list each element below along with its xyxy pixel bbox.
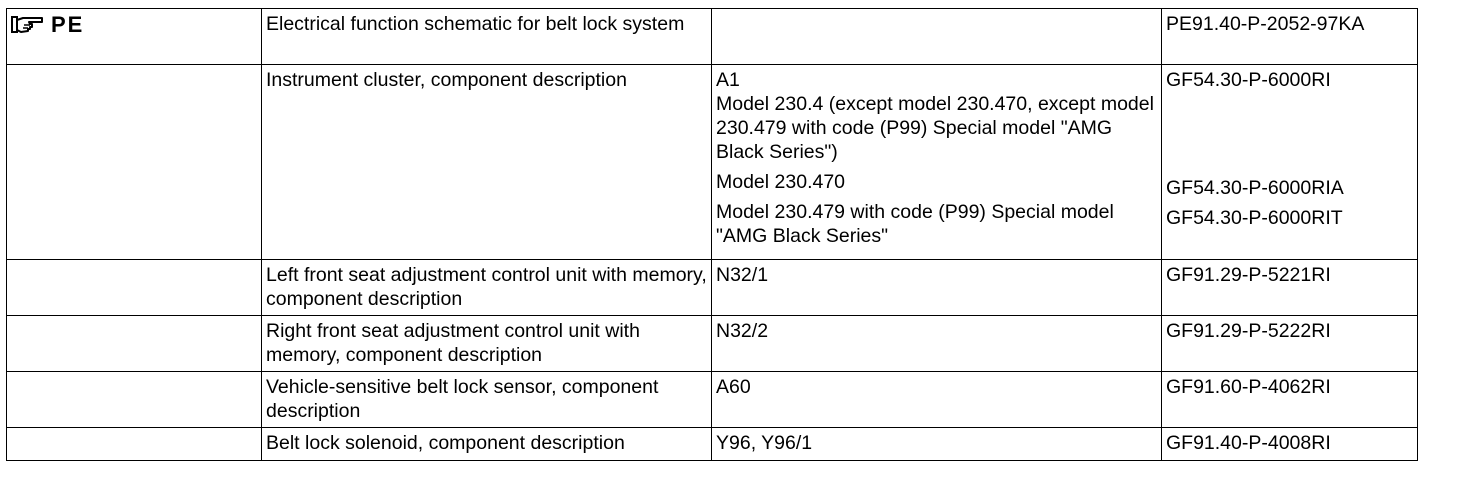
document-link[interactable]: GF91.40-P-4008RI: [1166, 432, 1331, 454]
document-cell: PE91.40-P-2052-97KA: [1161, 8, 1418, 65]
pe-label: PE: [51, 12, 85, 37]
description-text: Instrument cluster, component descriptio…: [266, 69, 627, 91]
pe-header: PE: [11, 12, 257, 37]
table-row: Vehicle-sensitive belt lock sensor, comp…: [6, 371, 1418, 428]
description-text: Vehicle-sensitive belt lock sensor, comp…: [266, 376, 659, 422]
description-text: Electrical function schematic for belt l…: [266, 13, 685, 35]
applicability-cell: N32/1: [711, 259, 1162, 316]
section-cell: [6, 427, 262, 461]
applicability-text: A1 Model 230.4 (except model 230.470, ex…: [716, 69, 1154, 163]
applicability-text: N32/1: [716, 264, 769, 286]
applicability-cell: [711, 8, 1162, 65]
section-cell: [6, 315, 262, 372]
document-link[interactable]: GF91.29-P-5222RI: [1166, 320, 1331, 342]
reference-table: PE Electrical function schematic for bel…: [6, 8, 1418, 461]
description-cell: Belt lock solenoid, component descriptio…: [261, 427, 712, 461]
applicability-cell: Y96, Y96/1: [711, 427, 1162, 461]
description-text: Belt lock solenoid, component descriptio…: [266, 432, 625, 454]
applicability-text: N32/2: [716, 320, 769, 342]
applicability-text: Model 230.470: [716, 171, 846, 193]
applicability-text: Model 230.479 with code (P99) Special mo…: [716, 201, 1114, 247]
description-cell: Right front seat adjustment control unit…: [261, 315, 712, 372]
document-link[interactable]: GF54.30-P-6000RIA: [1166, 177, 1344, 199]
document-link[interactable]: GF54.30-P-6000RIT: [1166, 207, 1343, 229]
section-cell: [6, 259, 262, 316]
document-link[interactable]: PE91.40-P-2052-97KA: [1166, 13, 1365, 35]
document-cell: GF91.29-P-5222RI: [1161, 315, 1418, 372]
description-cell: Electrical function schematic for belt l…: [261, 8, 712, 65]
description-text: Left front seat adjustment control unit …: [266, 264, 707, 310]
table-row: Left front seat adjustment control unit …: [6, 259, 1418, 316]
document-link[interactable]: GF91.29-P-5221RI: [1166, 264, 1331, 286]
table-row: Belt lock solenoid, component descriptio…: [6, 427, 1418, 461]
document-link[interactable]: GF54.30-P-6000RI: [1166, 69, 1331, 91]
applicability-cell: A1 Model 230.4 (except model 230.470, ex…: [711, 64, 1162, 260]
table-row: PE Electrical function schematic for bel…: [6, 8, 1418, 65]
document-cell: GF91.60-P-4062RI: [1161, 371, 1418, 428]
document-cell: GF91.40-P-4008RI: [1161, 427, 1418, 461]
applicability-text: Y96, Y96/1: [716, 432, 813, 454]
document-cell: GF54.30-P-6000RI GF54.30-P-6000RIA GF54.…: [1161, 64, 1418, 260]
document-link[interactable]: GF91.60-P-4062RI: [1166, 376, 1331, 398]
table-row: Right front seat adjustment control unit…: [6, 315, 1418, 372]
section-cell: PE: [6, 8, 262, 65]
applicability-cell: N32/2: [711, 315, 1162, 372]
description-cell: Vehicle-sensitive belt lock sensor, comp…: [261, 371, 712, 428]
document-cell: GF91.29-P-5221RI: [1161, 259, 1418, 316]
section-cell: [6, 64, 262, 260]
description-cell: Left front seat adjustment control unit …: [261, 259, 712, 316]
description-cell: Instrument cluster, component descriptio…: [261, 64, 712, 260]
section-cell: [6, 371, 262, 428]
applicability-cell: A60: [711, 371, 1162, 428]
table-row: Instrument cluster, component descriptio…: [6, 64, 1418, 260]
pointing-hand-icon: [11, 16, 43, 33]
applicability-text: A60: [716, 376, 751, 398]
description-text: Right front seat adjustment control unit…: [266, 320, 640, 366]
